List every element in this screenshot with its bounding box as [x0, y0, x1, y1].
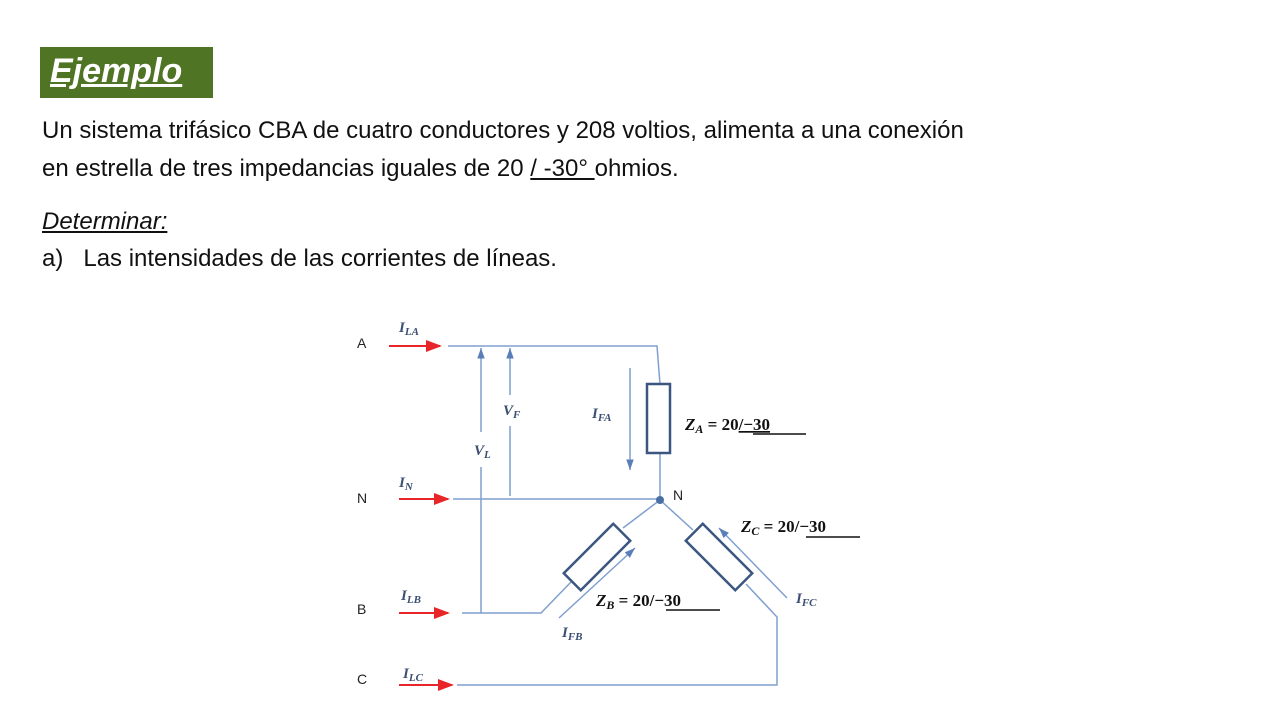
terminal-a: A — [357, 335, 367, 351]
statement-line-2: en estrella de tres impedancias iguales … — [42, 155, 679, 183]
statement-suffix: ohmios. — [594, 155, 679, 182]
impedance-a — [645, 382, 672, 455]
label-ila: ILA — [398, 320, 419, 338]
impedance-c — [683, 521, 755, 593]
impedances — [561, 382, 755, 593]
statement-line-1: Un sistema trifásico CBA de cuatro condu… — [42, 117, 964, 144]
statement-prefix: en estrella de tres impedancias iguales … — [42, 155, 531, 182]
task-heading: Determinar: — [42, 208, 168, 235]
title: Ejemplo — [50, 52, 183, 90]
line-current-arrows — [389, 340, 454, 691]
label-in: IN — [398, 475, 414, 493]
impedance-b — [561, 521, 633, 593]
label-zb: ZB = 20/−30 — [595, 591, 681, 612]
task-a: a) Las intensidades de las corrientes de … — [42, 245, 557, 273]
label-ilb: ILB — [400, 588, 421, 606]
wires — [448, 345, 788, 686]
label-ifa: IFA — [591, 406, 612, 424]
label-za: ZA = 20/−30 — [684, 415, 770, 436]
title-box: Ejemplo — [40, 47, 213, 98]
terminal-c: C — [357, 671, 367, 687]
label-ilc: ILC — [402, 666, 424, 684]
neutral-node-dot — [656, 496, 664, 504]
task-a-marker: a) — [42, 245, 64, 272]
neutral-node-label: N — [673, 487, 683, 503]
label-ifc: IFC — [795, 591, 817, 609]
label-vf: VF — [503, 403, 521, 421]
statement-angle: / -30° — [530, 155, 595, 182]
terminal-b: B — [357, 601, 366, 617]
label-ifb: IFB — [561, 625, 583, 643]
label-zc: ZC = 20/−30 — [740, 517, 826, 538]
task-a-text: Las intensidades de las corrientes de lí… — [83, 245, 557, 272]
terminal-n: N — [357, 490, 367, 506]
label-vl: VL — [474, 443, 491, 461]
